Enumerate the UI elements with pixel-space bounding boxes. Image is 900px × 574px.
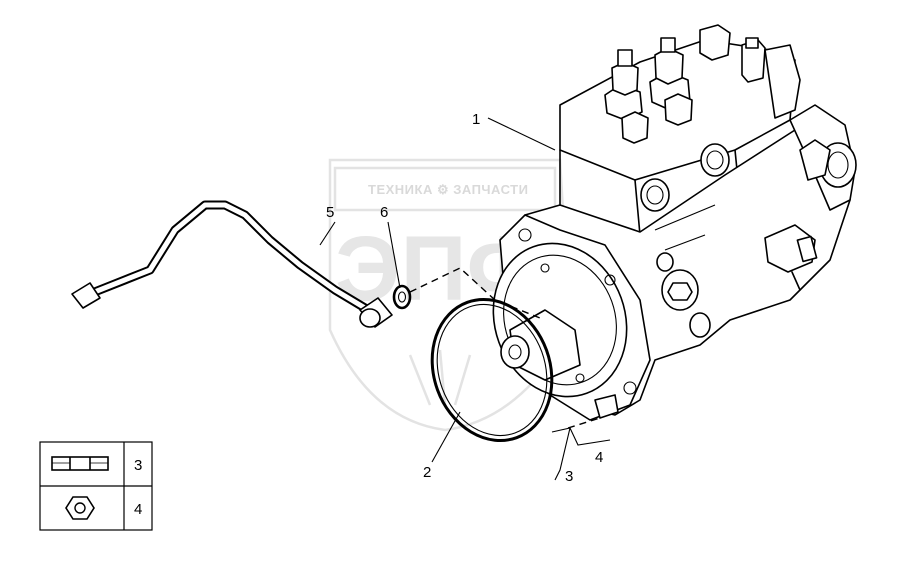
fuel-pump-assembly xyxy=(492,24,857,421)
callout-4: 4 xyxy=(595,449,603,466)
callout-3: 3 xyxy=(565,468,573,485)
callout-6: 6 xyxy=(380,204,388,221)
seal-kit-icon xyxy=(51,456,109,471)
fuel-pipe xyxy=(71,200,393,328)
o-ring xyxy=(430,297,554,443)
leader-lines xyxy=(319,117,611,481)
hex-nut-icon xyxy=(65,496,95,520)
watermark-wheat-icon xyxy=(408,349,472,406)
callout-5: 5 xyxy=(326,204,334,221)
assembly-dashed-line-lower xyxy=(567,417,601,429)
legend-table: 3 4 xyxy=(39,441,153,531)
watermark-brand-text: ТЕХНИКА ⚙ ЗАПЧАСТИ xyxy=(368,182,528,197)
legend-number-3: 3 xyxy=(134,457,142,474)
pump-outlet-fittings xyxy=(604,24,766,144)
sealing-washer xyxy=(392,284,412,310)
assembly-dashed-line xyxy=(409,267,541,319)
callout-1: 1 xyxy=(472,111,480,128)
callout-2: 2 xyxy=(423,464,431,481)
legend-number-4: 4 xyxy=(134,501,142,518)
